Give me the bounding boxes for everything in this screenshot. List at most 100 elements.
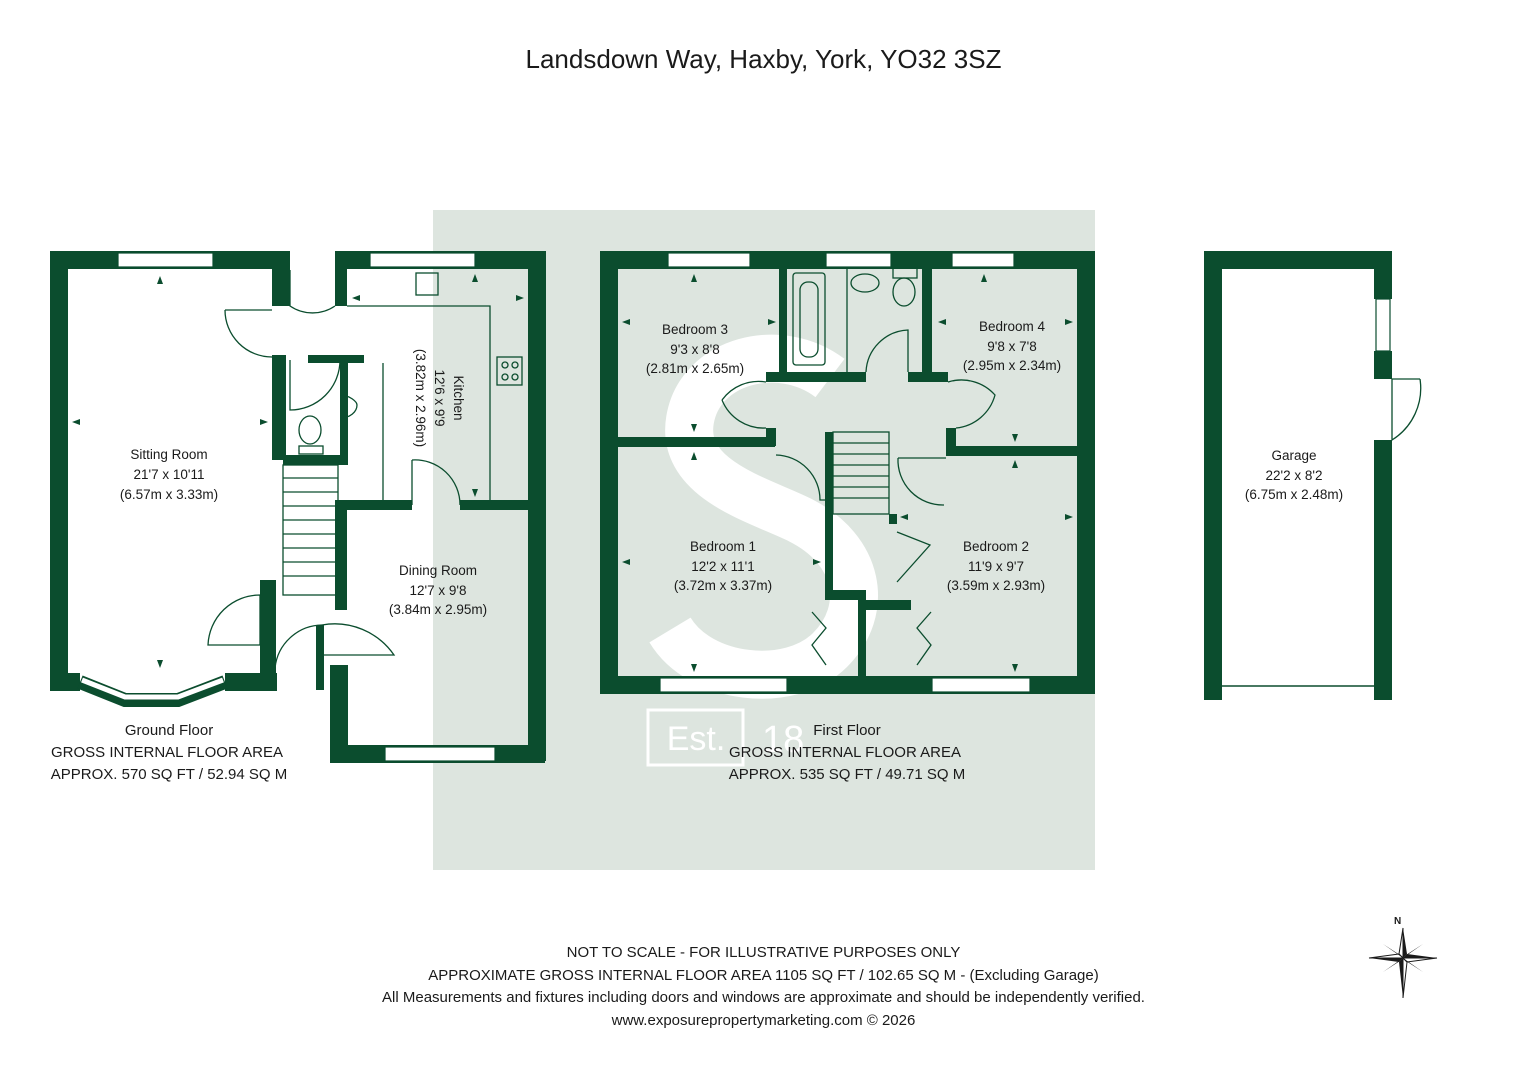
window — [369, 252, 476, 268]
toilet — [892, 277, 916, 307]
wall — [460, 500, 530, 510]
window — [1375, 298, 1391, 352]
door — [947, 379, 996, 429]
wall — [825, 590, 865, 600]
room-imperial-bedroom2: 11'9 x 9'7 — [968, 559, 1024, 574]
basin — [850, 273, 880, 293]
footer-total-area: APPROXIMATE GROSS INTERNAL FLOOR AREA 11… — [428, 966, 1099, 984]
wall — [340, 355, 348, 465]
room-imperial-dining: 12'7 x 9'8 — [410, 583, 467, 598]
door — [207, 594, 261, 646]
bath — [792, 272, 826, 366]
ground-floor-name: Ground Floor — [125, 722, 213, 739]
door — [1391, 378, 1422, 442]
wall — [225, 673, 277, 691]
door — [321, 623, 396, 656]
room-imperial-bedroom1: 12'2 x 11'1 — [691, 559, 754, 574]
garage-plan — [1204, 251, 1422, 700]
wall — [272, 355, 286, 460]
wall — [779, 268, 787, 378]
window — [951, 252, 1015, 268]
ground-floor-area-label: GROSS INTERNAL FLOOR AREA — [51, 744, 283, 761]
wall — [346, 500, 412, 510]
room-name-garage: Garage — [1271, 448, 1316, 463]
room-name-bedroom3: Bedroom 3 — [662, 322, 728, 337]
page-title: Landsdown Way, Haxby, York, YO32 3SZ — [525, 44, 1002, 74]
wall — [889, 514, 897, 524]
room-imperial-garage: 22'2 x 8'2 — [1266, 468, 1323, 483]
floor-labels: Ground Floor GROSS INTERNAL FLOOR AREA A… — [51, 722, 965, 783]
window — [384, 746, 496, 762]
room-metric-bedroom2: (3.59m x 2.93m) — [947, 578, 1045, 593]
wall — [1204, 251, 1392, 269]
ground-floor-plan — [50, 251, 546, 763]
room-name-sitting: Sitting Room — [130, 447, 207, 462]
wardrobe-door — [916, 611, 932, 666]
first-floor-name: First Floor — [813, 722, 881, 739]
footer: NOT TO SCALE - FOR ILLUSTRATIVE PURPOSES… — [0, 942, 1527, 1032]
room-labels: Sitting Room 21'7 x 10'11 (6.57m x 3.33m… — [120, 319, 1343, 617]
wall — [1374, 251, 1392, 299]
sink — [415, 272, 439, 296]
hob — [496, 356, 523, 386]
door — [721, 380, 767, 401]
room-metric-bedroom1: (3.72m x 3.37m) — [674, 578, 772, 593]
first-floor-area-label: GROSS INTERNAL FLOOR AREA — [729, 744, 961, 761]
watermark-stamp-box — [646, 708, 745, 767]
wall — [528, 251, 546, 761]
room-name-bedroom2: Bedroom 2 — [963, 539, 1029, 554]
wall — [946, 428, 956, 448]
wall — [766, 372, 866, 382]
wall — [858, 590, 866, 680]
wall — [866, 600, 911, 610]
compass-north-label: N — [1394, 916, 1402, 927]
door — [896, 531, 932, 583]
window — [825, 252, 892, 268]
wall — [272, 251, 290, 306]
watermark-stamp-text: Est. — [667, 720, 726, 758]
window — [931, 677, 1031, 693]
wall — [600, 251, 618, 694]
wall — [1374, 440, 1392, 700]
door — [289, 270, 336, 314]
wall — [50, 673, 80, 691]
wall — [330, 665, 348, 763]
ground-floor-area: APPROX. 570 SQ FT / 52.94 SQ M — [51, 766, 287, 783]
wall — [922, 268, 932, 378]
stairs — [832, 431, 890, 515]
wall — [1374, 351, 1392, 379]
room-imperial-bedroom3: 9'3 x 8'8 — [670, 342, 719, 357]
wall — [308, 355, 364, 363]
room-imperial-sitting: 21'7 x 10'11 — [134, 467, 205, 482]
wall — [283, 455, 348, 465]
footer-measurement-note: All Measurements and fixtures including … — [382, 989, 1145, 1006]
door — [411, 459, 461, 506]
window — [117, 252, 214, 268]
room-name-bedroom4: Bedroom 4 — [979, 319, 1046, 334]
bay-window — [77, 675, 228, 707]
watermark-s-letter — [649, 334, 878, 699]
basin — [339, 394, 358, 419]
wall — [766, 428, 776, 446]
wall — [335, 251, 347, 306]
door — [865, 329, 909, 373]
door — [289, 359, 341, 411]
room-imperial-kitchen: 12'6 x 9'9 — [432, 370, 447, 427]
first-floor-area: APPROX. 535 SQ FT / 49.71 SQ M — [729, 766, 965, 783]
room-name-dining: Dining Room — [399, 563, 477, 578]
door — [274, 624, 323, 669]
stairs — [282, 464, 339, 596]
door — [775, 454, 825, 501]
wall — [50, 251, 68, 691]
compass-icon — [1368, 927, 1438, 999]
watermark-year: 18 — [762, 719, 804, 761]
wall — [600, 437, 775, 447]
room-imperial-bedroom4: 9'8 x 7'8 — [987, 339, 1036, 354]
room-metric-garage: (6.75m x 2.48m) — [1245, 487, 1343, 502]
wall — [1204, 251, 1222, 700]
wardrobe-door — [811, 611, 827, 666]
door — [897, 457, 946, 506]
window — [659, 677, 788, 693]
wall — [260, 580, 276, 675]
